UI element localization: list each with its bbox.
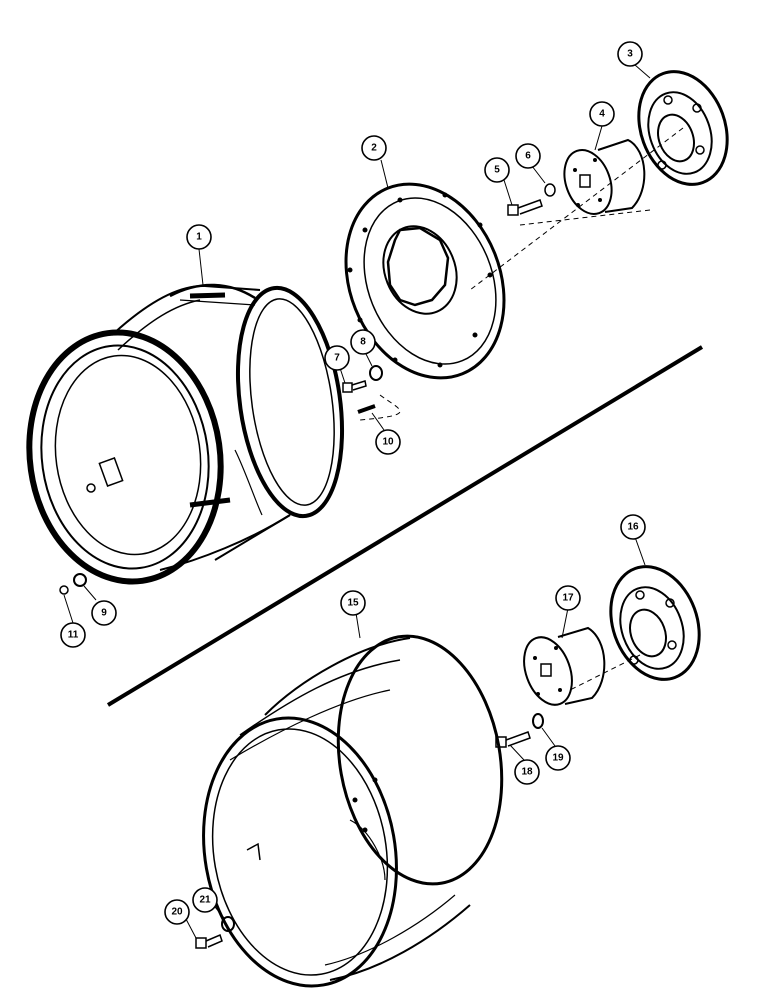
svg-text:2: 2	[371, 143, 377, 154]
nut-upper	[544, 183, 556, 197]
alignment-line-upper-1	[469, 127, 684, 291]
hub-upper	[563, 138, 646, 215]
callout-1: 1	[186, 224, 212, 250]
svg-text:15: 15	[347, 598, 359, 609]
callout-2: 2	[361, 135, 387, 161]
svg-text:9: 9	[101, 608, 107, 619]
washer-8	[369, 365, 383, 381]
hub-flange-upper	[637, 70, 729, 186]
svg-text:16: 16	[627, 522, 639, 533]
leader-lines	[63, 64, 651, 939]
bolt-7	[342, 380, 367, 393]
callout-6: 6	[515, 143, 541, 169]
alignment-line-upper-3	[519, 209, 651, 226]
callout-7: 7	[324, 345, 350, 371]
alignment-line-lower	[569, 654, 641, 691]
svg-text:17: 17	[562, 593, 574, 604]
rim-lower	[202, 634, 504, 988]
svg-text:8: 8	[360, 337, 366, 348]
svg-text:6: 6	[525, 151, 531, 162]
svg-text:20: 20	[171, 907, 183, 918]
callout-18: 18	[514, 759, 540, 785]
callout-16: 16	[620, 514, 646, 540]
callout-9: 9	[91, 600, 117, 626]
hub-flange-lower	[609, 565, 701, 681]
svg-text:1: 1	[196, 232, 202, 243]
nut-washer-9-11	[59, 573, 87, 595]
svg-text:18: 18	[521, 767, 533, 778]
svg-text:19: 19	[552, 753, 564, 764]
svg-text:5: 5	[494, 165, 500, 176]
washer-19	[532, 713, 544, 729]
bolt-18	[495, 731, 531, 748]
washer-21	[221, 916, 235, 932]
callout-11: 11	[60, 622, 86, 648]
bolt-upper	[507, 199, 543, 216]
callout-19: 19	[545, 745, 571, 771]
stud-10	[357, 404, 376, 414]
svg-text:11: 11	[68, 630, 79, 641]
callout-10: 10	[375, 429, 401, 455]
svg-text:21: 21	[199, 895, 211, 906]
callout-4: 4	[589, 101, 615, 127]
rim-upper	[26, 283, 345, 585]
callout-17: 17	[555, 585, 581, 611]
svg-text:10: 10	[382, 437, 394, 448]
wheel-disc	[344, 182, 506, 380]
callout-15: 15	[340, 590, 366, 616]
svg-text:7: 7	[334, 353, 340, 364]
callout-21: 21	[192, 887, 218, 913]
callout-5: 5	[484, 157, 510, 183]
svg-text:4: 4	[599, 109, 605, 120]
callout-3: 3	[617, 41, 643, 67]
callout-8: 8	[350, 329, 376, 355]
svg-text:3: 3	[627, 49, 633, 60]
callout-20: 20	[164, 899, 190, 925]
divider-line	[106, 345, 704, 707]
bolt-20	[195, 933, 223, 949]
hub-lower	[523, 626, 606, 706]
